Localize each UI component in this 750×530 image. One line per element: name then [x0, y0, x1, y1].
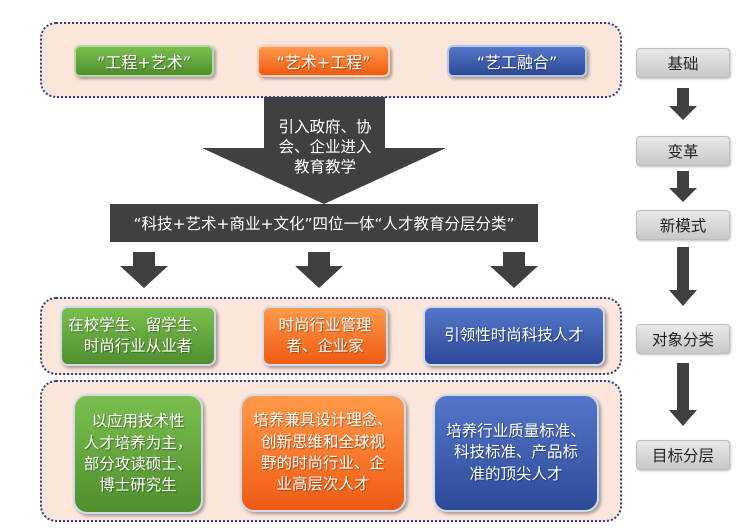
big-arrow-text: 引入政府、协 会、企业进入 教育教学 [278, 118, 372, 176]
object-box-managers: 时尚行业管理 者、企业家 [262, 306, 388, 366]
down-arrow-middle [295, 252, 343, 288]
object-box-students: 在校学生、留学生、 时尚行业从业者 [60, 306, 216, 366]
pill-art-engineering-fusion: “艺工融合” [447, 45, 587, 77]
side-arrow-4 [669, 363, 697, 426]
step-object-classification: 对象分类 [636, 324, 730, 354]
step-new-model: 新模式 [636, 210, 730, 240]
down-arrow-left [120, 252, 168, 288]
goal-box-applied-talent: 以应用技术性 人才培养为主， 部分攻读硕士、 博士研究生 [73, 394, 203, 514]
four-in-one-banner: “科技+艺术+商业+文化”四位一体“人才教育分层分类” [110, 204, 538, 242]
object-box-leading-talent: 引领性时尚科技人才 [423, 306, 605, 366]
goal-box-top-talent: 培养行业质量标准、 科技标准、产品标 准的顶尖人才 [433, 394, 599, 512]
step-foundation: 基础 [636, 48, 730, 78]
step-goal-tiering: 目标分层 [636, 440, 730, 470]
side-arrow-1 [669, 88, 697, 120]
down-arrow-right [490, 252, 538, 288]
side-arrow-3 [669, 247, 697, 306]
big-down-arrow [202, 97, 446, 204]
side-arrow-2 [669, 171, 697, 202]
step-reform: 变革 [636, 136, 730, 166]
goal-box-senior-talent: 培养兼具设计理念、 创新思维和全球视 野的时尚行业、企 业高层次人才 [240, 394, 406, 512]
pill-engineering-art: “工程+艺术” [74, 45, 214, 77]
pill-art-engineering: “艺术+工程” [257, 45, 390, 77]
